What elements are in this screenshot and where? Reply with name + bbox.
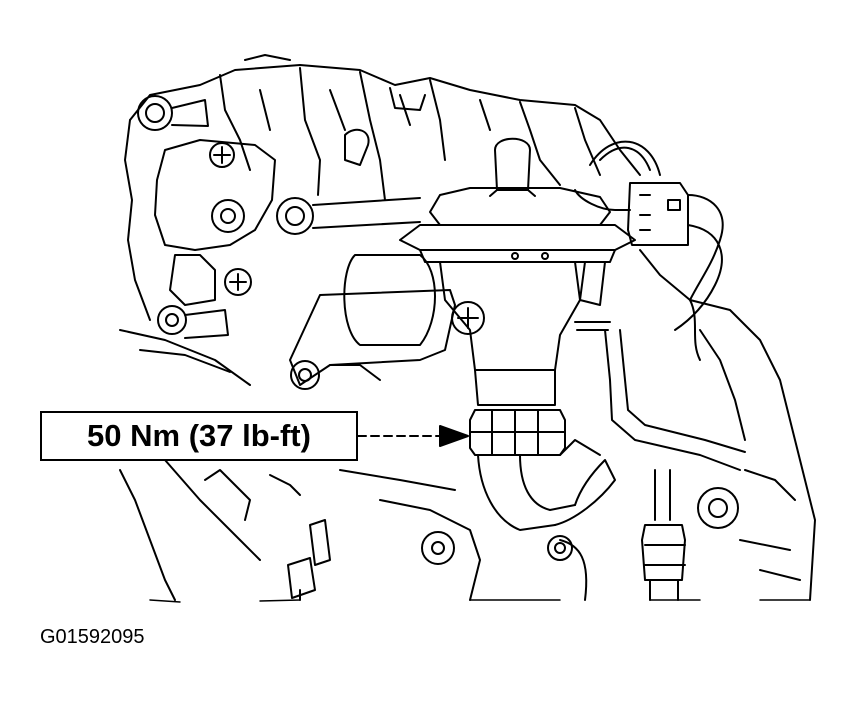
valve-outlet-nut <box>469 369 566 456</box>
callout-leader-arrow <box>357 425 469 447</box>
diagram-edge <box>149 599 811 603</box>
lower-bolts <box>287 519 573 601</box>
outlet-pipe <box>477 439 616 531</box>
right-engine-housing <box>639 249 816 601</box>
left-mount-bracket <box>154 139 276 339</box>
valve-mount-bracket <box>289 254 456 390</box>
pipe-ring-connector <box>276 197 421 235</box>
figure-id: G01592095 <box>40 626 145 648</box>
vacuum-hose <box>589 140 746 471</box>
valve-diaphragm-housing <box>399 187 636 263</box>
vacuum-port-stub <box>344 128 536 197</box>
torque-spec-label: 50 Nm (37 lb-ft) <box>87 418 311 453</box>
lower-engine-housing <box>119 329 588 601</box>
torque-spec-callout: 50 Nm (37 lb-ft) <box>40 411 358 461</box>
bolt-top-left <box>137 95 209 131</box>
valve-body <box>439 261 611 371</box>
right-tube-fitting <box>641 469 686 601</box>
electrical-connector <box>574 182 724 331</box>
engine-block <box>124 54 641 321</box>
